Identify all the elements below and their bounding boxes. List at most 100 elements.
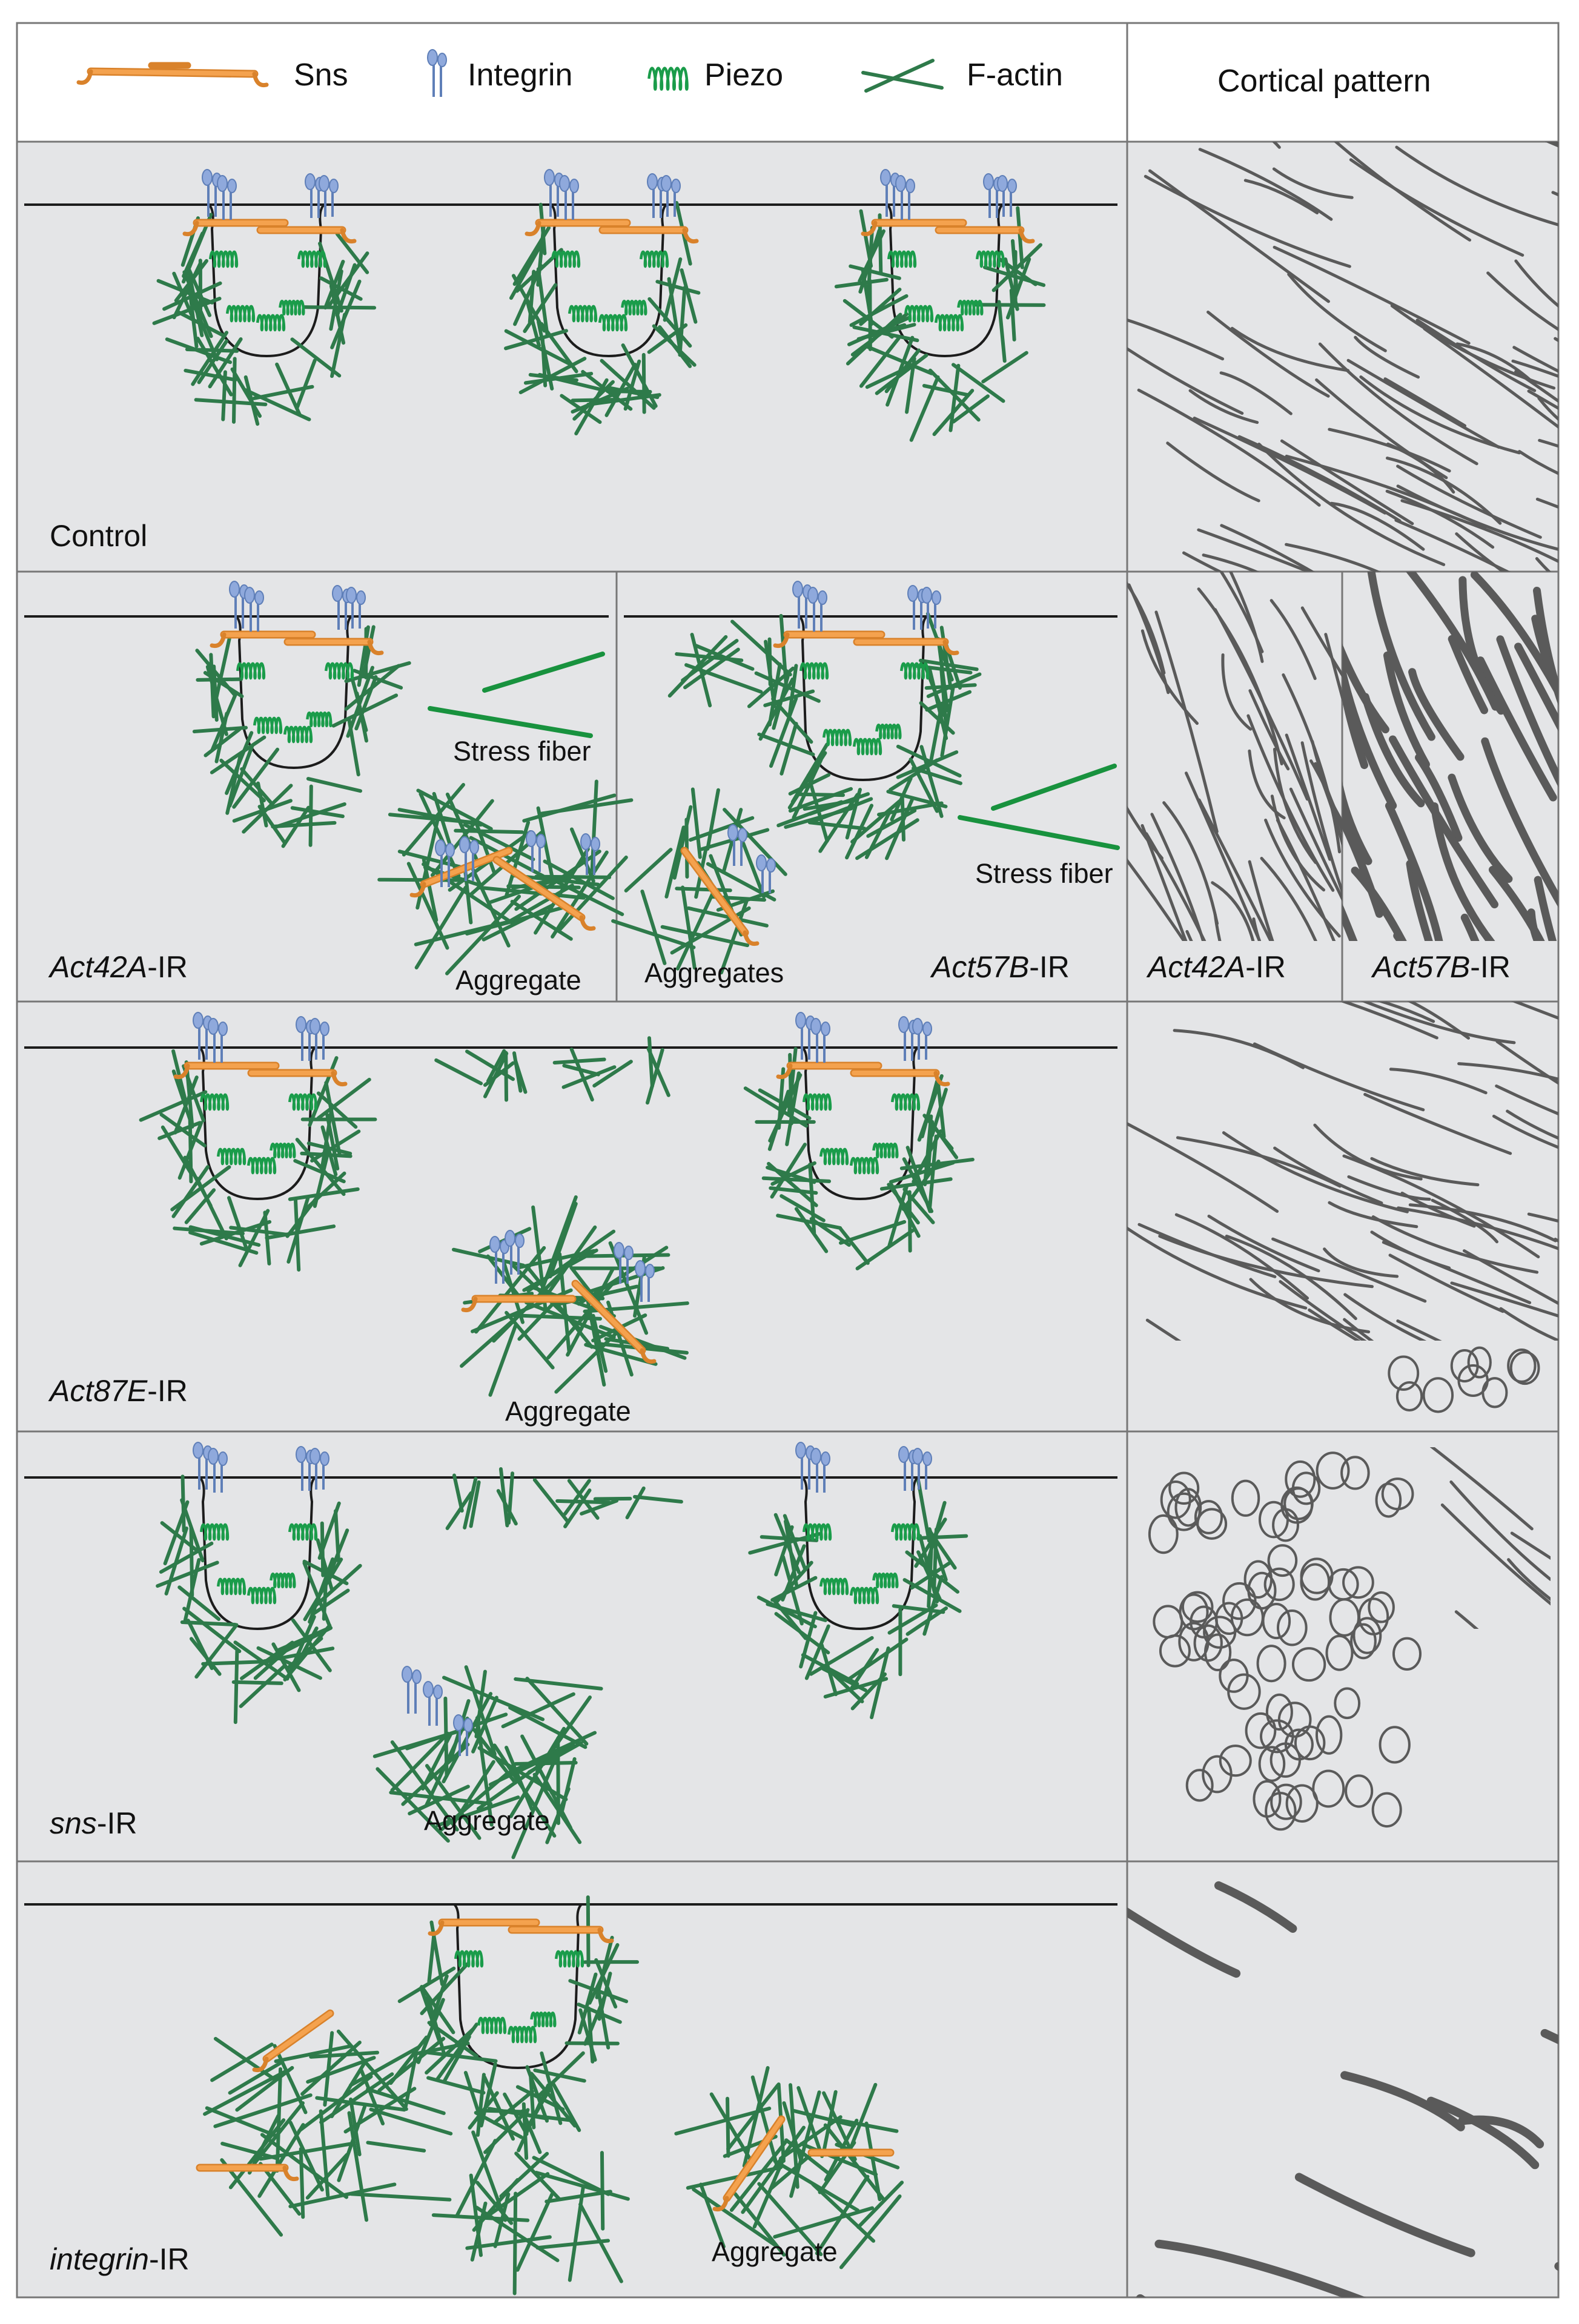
integrin-head: [490, 1236, 500, 1252]
integrin-head: [464, 1718, 472, 1732]
integrin-head: [661, 176, 671, 191]
piezo-channel: [876, 725, 900, 738]
integrin-head: [228, 179, 236, 193]
cortical-integrin: [1127, 1861, 1558, 2297]
piezo-channel: [569, 306, 596, 321]
f-actin-filament: [234, 358, 235, 421]
integrin-head: [808, 587, 818, 603]
cortical-filament: [1572, 726, 1579, 839]
cortical-act42a: [1127, 572, 1342, 1002]
integrin-head: [821, 1452, 830, 1465]
piezo-channel: [873, 1144, 897, 1157]
sns-aggregate-label: Aggregate: [424, 1807, 550, 1834]
piezo-channel: [509, 2027, 535, 2042]
cortical-filament: [1140, 2299, 1285, 2321]
act42a-aggregate-label: Aggregate: [455, 966, 581, 994]
act42a-stress-fiber-label: Stress fiber: [453, 738, 591, 765]
act87e-label-suffix: -IR: [147, 1374, 188, 1408]
integrin-head: [767, 859, 775, 872]
f-actin-filament: [918, 1536, 966, 1539]
piezo-channel: [873, 1574, 897, 1587]
piezo-channel: [237, 664, 264, 678]
piezo-channel: [280, 301, 303, 314]
act42a-label: Act42A-IR: [50, 952, 188, 982]
f-actin-filament: [236, 1651, 237, 1722]
piezo-channel: [901, 664, 928, 678]
integrin-head: [913, 1018, 922, 1034]
piezo-channel: [889, 252, 915, 266]
legend-integrin-label: Integrin: [468, 59, 572, 91]
act57b-stress-fiber-label: Stress fiber: [975, 860, 1113, 887]
panel-act42a: [17, 572, 617, 1002]
piezo-channel: [201, 1095, 228, 1109]
piezo-channel: [271, 1574, 294, 1587]
piezo-channel: [854, 739, 881, 754]
integrin-label-italic: integrin: [50, 2242, 149, 2276]
piezo-channel: [455, 1952, 482, 1966]
piezo-channel: [248, 1588, 275, 1603]
integrin-head: [581, 834, 591, 850]
integrin-head: [984, 174, 993, 190]
integrin-head: [932, 591, 941, 604]
sns-label: sns-IR: [50, 1808, 137, 1838]
f-actin-filament: [515, 2194, 516, 2294]
integrin-head: [329, 179, 338, 193]
integrin-head: [796, 1012, 806, 1028]
integrin-head: [537, 834, 545, 848]
piezo-channel: [905, 306, 932, 321]
piezo-channel: [892, 1095, 919, 1109]
integrin-head: [1008, 179, 1016, 193]
integrin-head: [296, 1017, 306, 1032]
piezo-channel: [290, 1525, 316, 1539]
cortical-act42a-italic: Act42A: [1148, 950, 1245, 984]
piezo-channel: [851, 1588, 878, 1603]
integrin-head: [193, 1012, 203, 1028]
cortical-act42a-label: Act42A-IR: [1148, 952, 1286, 982]
act57b-label-italic: Act57B: [932, 950, 1029, 984]
f-actin-filament: [902, 797, 904, 840]
integrin-head: [624, 1246, 633, 1259]
piezo-channel: [531, 2013, 555, 2026]
piezo-channel: [227, 306, 254, 321]
integrin-head: [896, 176, 905, 191]
f-actin-filament: [182, 1622, 235, 1625]
integrin-head: [614, 1243, 624, 1258]
act57b-aggregates-label: Aggregates: [644, 959, 784, 986]
integrin-head: [423, 1682, 433, 1697]
cortical-filament: [1354, 2319, 1549, 2321]
integrin-head: [357, 591, 365, 604]
cortical-filament: [1558, 2266, 1579, 2321]
cortical-act57b-label: Act57B-IR: [1372, 952, 1511, 982]
piezo-channel: [804, 1525, 830, 1539]
integrin-head: [320, 1022, 329, 1035]
integrin-head: [470, 840, 478, 854]
piezo-channel: [290, 1095, 316, 1109]
integrin-head: [320, 1452, 329, 1465]
piezo-channel: [821, 1579, 847, 1594]
integrin-head: [818, 591, 827, 604]
act87e-label: Act87E-IR: [50, 1376, 188, 1406]
integrin-head: [811, 1448, 821, 1464]
integrin-head: [923, 1022, 932, 1035]
integrin-head: [728, 825, 738, 840]
integrin-label-suffix: -IR: [149, 2242, 190, 2276]
piezo-channel: [600, 315, 626, 330]
piezo-channel: [892, 1525, 919, 1539]
piezo-channel: [210, 252, 237, 266]
integrin-head: [230, 581, 239, 597]
piezo-channel: [804, 1095, 830, 1109]
f-actin-filament: [234, 1682, 282, 1683]
cortical-act57b-italic: Act57B: [1372, 950, 1470, 984]
integrin-head: [672, 179, 680, 193]
integrin-head: [899, 1447, 909, 1462]
piezo-channel: [248, 1158, 275, 1173]
integrin-head: [435, 840, 445, 856]
integrin-head: [412, 1670, 421, 1683]
sns-label-suffix: -IR: [97, 1806, 137, 1840]
act42a-label-italic: Act42A: [50, 950, 147, 984]
integrin-label: integrin-IR: [50, 2244, 190, 2274]
integrin-head: [922, 587, 932, 603]
integrin-head: [305, 174, 315, 190]
